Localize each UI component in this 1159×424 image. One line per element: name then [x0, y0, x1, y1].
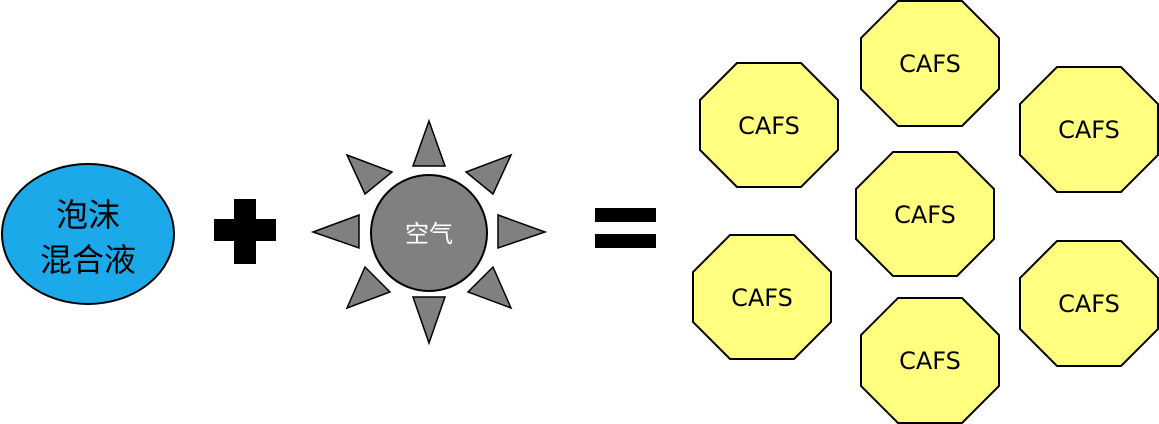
foam-solution: 泡沫 混合液	[1, 163, 175, 305]
cafs-octagon: CAFS	[1019, 66, 1159, 193]
cafs-label: CAFS	[1058, 290, 1120, 318]
cafs-octagon-shape	[860, 297, 1000, 424]
cafs-label: CAFS	[899, 50, 961, 78]
cafs-label: CAFS	[738, 112, 800, 140]
cafs-group: CAFS CAFS CAFS CAFS CAFS CAFS CAFS	[692, 0, 1159, 424]
cafs-octagon: CAFS	[692, 234, 832, 360]
cafs-label: CAFS	[731, 284, 793, 312]
equals-sign	[595, 208, 656, 248]
cafs-octagon-shape	[1019, 240, 1159, 367]
air-label: 空气	[405, 220, 453, 248]
air-core-circle	[370, 174, 488, 292]
cafs-octagon: CAFS	[855, 151, 995, 277]
cafs-octagon: CAFS	[860, 0, 1000, 127]
foam-solution-line1: 泡沫	[56, 196, 120, 234]
cafs-octagon-shape	[855, 151, 995, 277]
cafs-octagon-shape	[699, 62, 839, 188]
cafs-octagon: CAFS	[1019, 240, 1159, 367]
air-ray-top-left	[345, 153, 394, 196]
air-ray-bottom	[411, 296, 447, 346]
cafs-label: CAFS	[899, 347, 961, 375]
equals-sign-top-bar	[595, 208, 656, 222]
air-ray-right	[497, 213, 548, 250]
foam-solution-ellipse	[1, 163, 175, 305]
air-ray-top	[411, 118, 447, 167]
air-ray-top-right	[464, 153, 513, 196]
plus-sign-vertical	[234, 199, 256, 264]
cafs-octagon-shape	[860, 0, 1000, 127]
cafs-octagon-shape	[692, 234, 832, 360]
cafs-octagon: CAFS	[860, 297, 1000, 424]
equals-sign-bottom-bar	[595, 234, 656, 248]
foam-solution-line2: 混合液	[40, 241, 136, 279]
air-symbol: 空气	[310, 118, 548, 346]
plus-sign	[214, 199, 276, 264]
cafs-label: CAFS	[1058, 116, 1120, 144]
cafs-octagon: CAFS	[699, 62, 839, 188]
cafs-octagon-shape	[1019, 66, 1159, 193]
air-ray-bottom-left	[345, 265, 392, 310]
air-ray-left	[310, 213, 360, 250]
cafs-label: CAFS	[894, 201, 956, 229]
air-ray-bottom-right	[466, 265, 513, 310]
